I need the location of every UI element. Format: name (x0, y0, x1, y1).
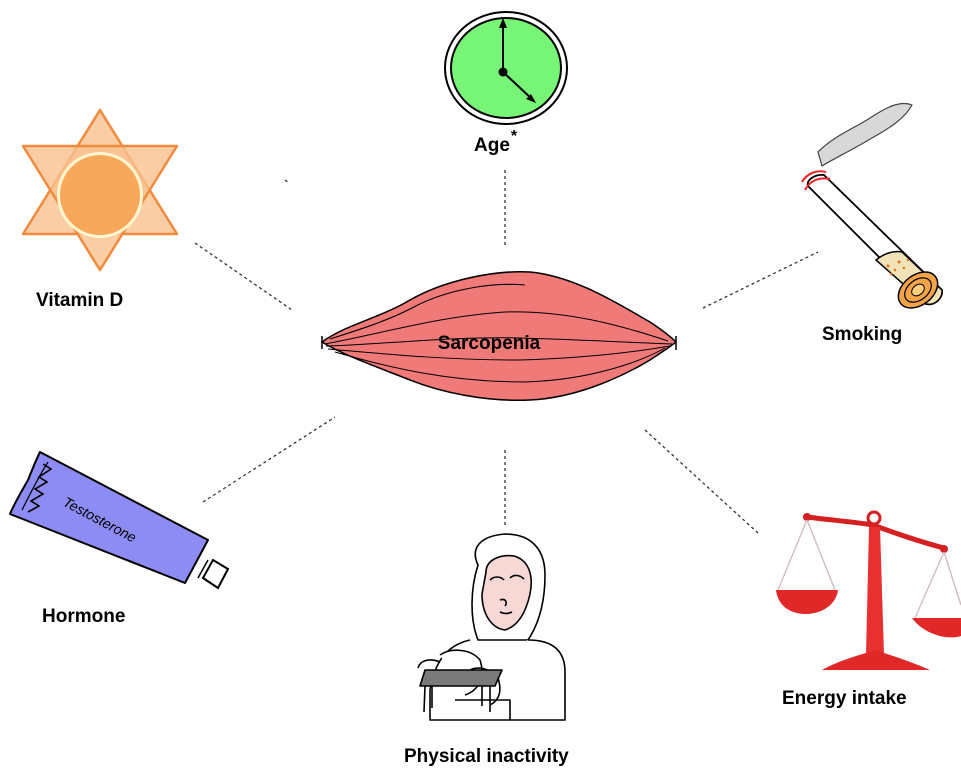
cigarette-icon (801, 102, 943, 309)
vitamin-d-label: Vitamin D (36, 290, 123, 311)
stray-dash (284, 179, 290, 184)
testosterone-tube-icon (9, 451, 230, 590)
balance-scale-icon (776, 510, 961, 670)
sun-icon (21, 108, 179, 272)
connector-hormone (202, 416, 336, 503)
connector-vitamin-d (194, 242, 293, 311)
connector-energy-intake (644, 429, 759, 534)
muscle-icon (320, 270, 678, 402)
clock-icon (444, 11, 568, 125)
physical-inactivity-label: Physical inactivity (404, 746, 569, 767)
center-label: Sarcopenia (438, 333, 541, 354)
smoking-label: Smoking (822, 324, 902, 345)
connector-smoking (702, 251, 819, 309)
hormone-label: Hormone (42, 606, 125, 627)
sleeping-person-icon (417, 533, 566, 721)
connector-lines (194, 170, 819, 534)
age-asterisk: * (511, 128, 518, 145)
age-label: Age* (474, 128, 518, 156)
energy-intake-label: Energy intake (782, 688, 907, 709)
